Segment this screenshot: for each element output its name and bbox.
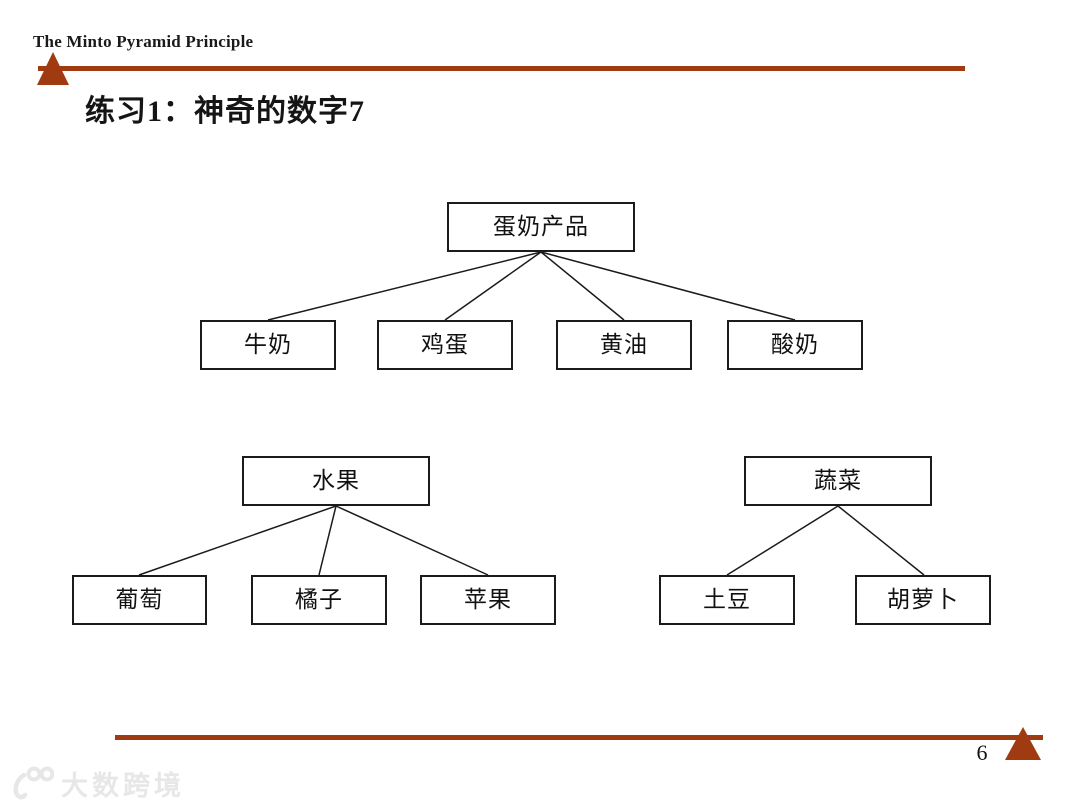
watermark-100-logo	[13, 766, 54, 799]
connector-line	[318, 505, 337, 576]
node-fruit: 水果	[242, 456, 430, 506]
node-apple: 苹果	[420, 575, 556, 625]
connector-line	[837, 505, 925, 576]
top-rule	[38, 66, 965, 71]
node-milk: 牛奶	[200, 320, 336, 370]
node-orange: 橘子	[251, 575, 387, 625]
connector-line	[444, 251, 542, 321]
bottom-rule	[115, 735, 1043, 740]
node-carrot: 胡萝卜	[855, 575, 991, 625]
connector-line	[267, 251, 542, 321]
node-vegetable: 蔬菜	[744, 456, 932, 506]
node-egg: 鸡蛋	[377, 320, 513, 370]
node-potato: 土豆	[659, 575, 795, 625]
slide-title: 练习1：神奇的数字7	[85, 95, 365, 128]
page-number: 6	[976, 740, 988, 765]
connector-line	[726, 505, 839, 576]
connector-line	[540, 251, 625, 321]
watermark-text: 大数跨境	[61, 771, 185, 801]
top-triangle-logo	[37, 52, 69, 85]
node-dairy-products: 蛋奶产品	[447, 202, 635, 252]
connector-line	[540, 251, 796, 321]
node-yogurt: 酸奶	[727, 320, 863, 370]
watermark: 大数跨境	[10, 764, 185, 803]
node-butter: 黄油	[556, 320, 692, 370]
node-grape: 葡萄	[72, 575, 207, 625]
connector-line	[335, 505, 489, 576]
connector-line	[138, 505, 337, 576]
brand-header: The Minto Pyramid Principle	[33, 32, 254, 51]
bottom-triangle-logo	[1005, 727, 1041, 760]
